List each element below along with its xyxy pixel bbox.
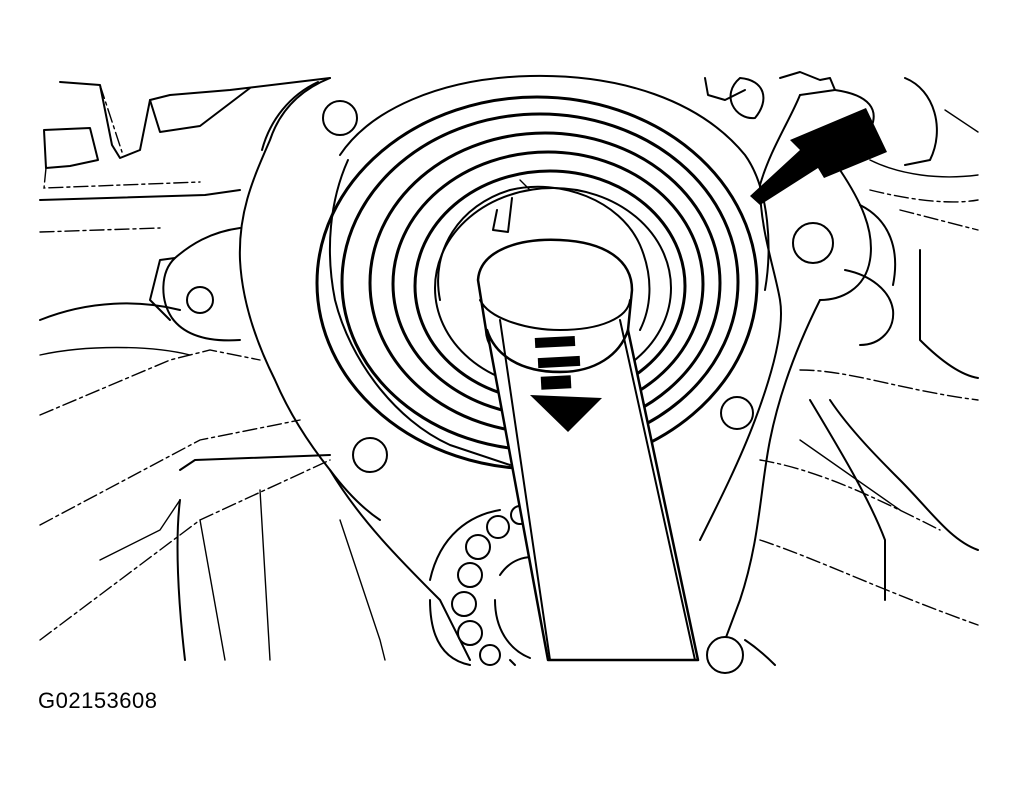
figure-code-label: G02153608	[38, 688, 158, 713]
push-direction-arrow-icon	[530, 335, 602, 432]
bearing-assembly	[429, 505, 541, 666]
engine-block-background	[39, 71, 979, 666]
seal-driver-tool	[476, 238, 700, 662]
mounting-bolt-holes	[186, 100, 834, 674]
pointer-arrow-icon	[750, 108, 887, 205]
